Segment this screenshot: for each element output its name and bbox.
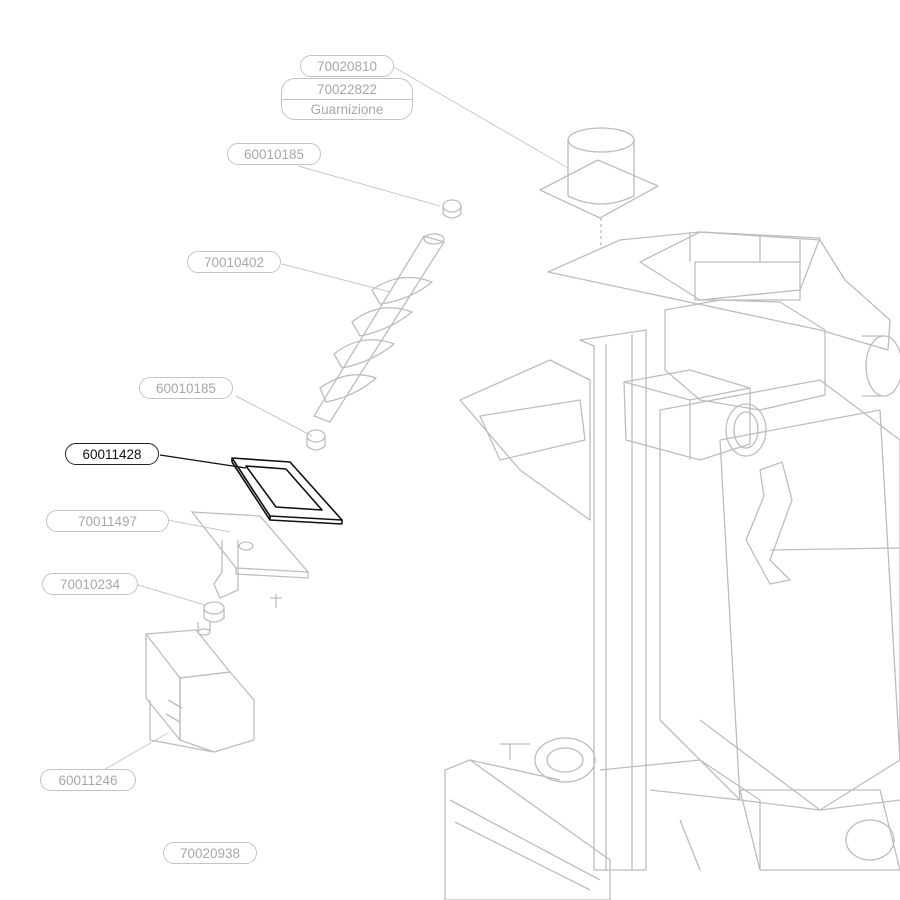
label-top-codes: 70022822 Guarnizione: [281, 78, 413, 120]
leader-bushing-lower: [235, 395, 313, 437]
leader-gasket: [159, 454, 247, 469]
label-bushing-upper[interactable]: 60010185: [227, 143, 321, 165]
gasket-highlighted: [231, 457, 343, 525]
label-auger[interactable]: 70010402: [187, 251, 281, 273]
plate-part: [190, 511, 310, 608]
label-motor[interactable]: 60011246: [40, 769, 136, 791]
label-top-code[interactable]: 70020810: [300, 55, 394, 77]
bushing-upper-part: [442, 199, 462, 219]
label-coupling[interactable]: 70010234: [42, 573, 138, 595]
label-top-code-2: 70022822: [316, 82, 378, 97]
auger-part: [313, 233, 446, 423]
stove-body: [444, 127, 900, 900]
coupling-part: [203, 601, 225, 623]
label-bushing-lower[interactable]: 60010185: [139, 377, 233, 399]
leader-top: [391, 65, 569, 169]
label-bottom[interactable]: 70020938: [163, 842, 257, 864]
label-plate[interactable]: 70011497: [46, 510, 169, 532]
leader-motor: [99, 732, 169, 773]
bushing-lower-part: [306, 429, 326, 451]
label-top-desc: Guarnizione: [310, 102, 384, 117]
motor-part: [145, 622, 255, 753]
leader-coupling: [137, 584, 206, 606]
leader-auger: [281, 263, 391, 293]
label-gasket-selected[interactable]: 60011428: [65, 443, 159, 465]
leader-bushing-upper: [297, 165, 441, 207]
leader-plate: [167, 519, 231, 533]
